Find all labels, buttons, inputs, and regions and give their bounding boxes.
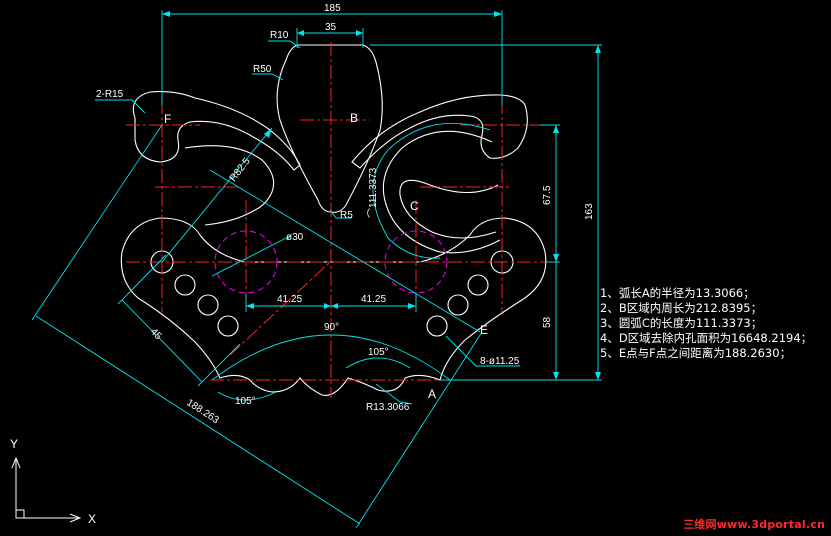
ext-188-a [31,124,163,321]
label-e: E [480,323,488,337]
leader-phi1125 [445,335,520,367]
dim-r133-text: R13.3066 [366,402,410,413]
arrow-163-top [595,45,601,53]
hole-l3 [217,315,239,337]
dim-phi30-text: ø30 [286,232,304,243]
dim-phi1125-text: 8-ø11.25 [480,356,520,367]
hole-r1 [467,274,489,296]
dim-r82-text: R82.5 [228,156,253,184]
note-5: 5、E点与F点之间距离为188.2630； [600,346,791,360]
left-hook-inner [184,145,275,226]
dim-105a-text: 105° [235,396,256,407]
watermark: 三维网www.3dportal.cn [683,518,825,531]
note-4: 4、D区域去除内孔面积为16648.2194； [600,331,812,345]
right-hook-upper [351,94,528,169]
right-c-outer [382,130,501,254]
dim-41b-text: 41.25 [361,294,386,305]
region-labels: B C F E A [164,111,488,401]
ucs-y-label: Y [10,437,18,451]
note-3: 3、圆弧C的长度为111.3373； [600,316,762,330]
note-1: 1、弧长A的半径为13.3066； [600,286,755,300]
dim-r50-text: R50 [253,64,272,75]
region-b-outline [276,44,383,213]
arrow-35-right [356,30,363,36]
ext-188-b [355,331,483,529]
arrow-185-left [162,11,170,17]
center-lines [126,42,545,398]
hole-r3 [426,315,448,337]
dim-45-line [121,299,203,383]
arrow-41-left [246,303,254,309]
part-outline [120,44,547,396]
arrow-r82 [264,128,272,138]
ext-45-b [197,343,241,387]
arrow-41-mid-a [324,303,331,309]
dim-r10-text: R10 [270,30,289,41]
notes-block: 1、弧长A的半径为13.3066； 2、B区域内周长为212.8395； 3、圆… [600,286,812,360]
label-c: C [410,199,419,213]
dim-r5-text: R5 [340,210,353,221]
arrow-67-bottom [553,254,559,262]
dim-90-text: 90° [324,322,339,333]
dim-arc-c-text: ⌒111.3373 [367,167,379,218]
dim-163-text: 163 [584,203,595,220]
main-body [120,217,547,396]
leader-r5 [329,209,352,219]
ucs-x-arrow [69,513,82,523]
arrow-41-right [408,303,416,309]
dim-arc-90 [211,334,451,381]
dim-r15-text: 2-R15 [96,89,124,100]
arrow-35-left [297,30,304,36]
hole-l1 [174,274,196,296]
hole-l2 [197,294,219,316]
dim-arc-c [372,149,441,259]
leader-r50 [252,73,284,81]
dim-arc-105-right [345,357,411,369]
arrow-163-bottom [595,372,601,380]
ucs-icon [11,456,82,523]
leader-r10 [268,40,301,49]
dim-41a-text: 41.25 [277,294,302,305]
dim-arrows [162,11,601,380]
center-slanted-left [229,261,331,356]
arrow-58-bottom [553,372,559,380]
ucs-origin-box [15,509,25,519]
label-b: B [350,111,358,125]
dim-188-line [35,315,361,525]
right-c-inner [399,179,499,239]
arrow-67-top [553,125,559,133]
leader-r15 [95,99,146,114]
label-a: A [428,387,436,401]
dim-67-text: 67.5 [542,185,553,205]
arrow-185-right [494,11,502,17]
line-ef [209,169,481,333]
dim-188-text: 188.263 [184,397,221,426]
leader-r133 [375,383,413,405]
left-hook-upper [132,91,301,171]
dim-arc-105-left [217,391,277,401]
label-f: F [164,112,171,126]
arrow-41-mid-b [331,303,338,309]
dim-185-text: 185 [324,3,341,14]
hole-r2 [447,294,469,316]
ucs-y-arrow [11,456,21,469]
leader-r82 [161,127,273,263]
dimension-lines [31,10,602,529]
dim-105b-text: 105° [368,347,389,358]
ext-45-a [117,254,167,305]
dimension-texts: 185 35 R10 R50 2-R15 R82.5 R5 ⌒111.3373 … [96,3,595,426]
ucs-x-label: X [88,512,96,526]
note-2: 2、B区域内周长为212.8395； [600,301,762,315]
leader-phi30 [211,235,291,277]
dim-arc-c-top [387,122,491,151]
dim-35-text: 35 [325,22,337,33]
dim-58-text: 58 [542,316,553,328]
